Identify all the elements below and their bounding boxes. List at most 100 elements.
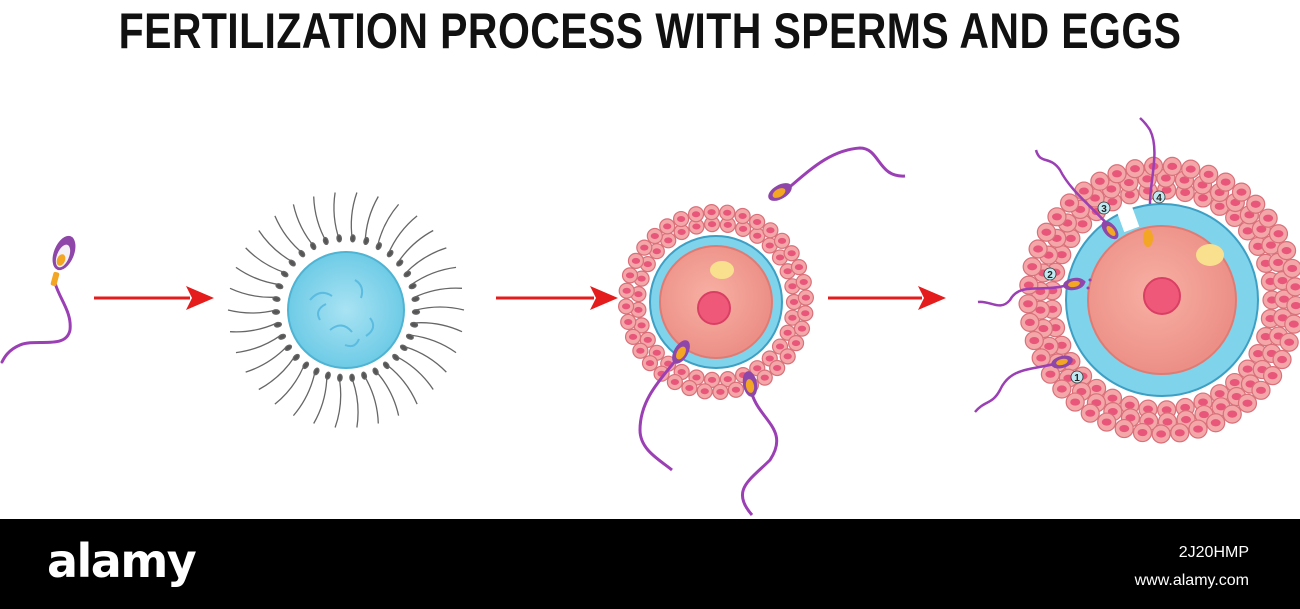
follicle-cell-nucleus: [1236, 188, 1247, 196]
follicle-cell-nucleus: [677, 369, 686, 376]
follicle-cell-nucleus: [1125, 414, 1136, 422]
follicle-cell-nucleus: [1287, 264, 1298, 273]
step-label-2: 2: [1043, 267, 1057, 281]
sperm-tail: [245, 247, 287, 274]
step-label-1: 1: [1070, 370, 1084, 384]
sperm-tail: [411, 334, 457, 354]
follicle-cell-nucleus: [723, 221, 732, 228]
follicle-cell-nucleus: [676, 216, 686, 223]
follicle-cell-nucleus: [775, 343, 785, 350]
stage-3-egg-with-corona: [618, 146, 906, 516]
follicle-cell-nucleus: [1065, 234, 1076, 243]
follicle-cell-nucleus: [766, 227, 775, 234]
follicle-cell-nucleus: [643, 336, 652, 343]
follicle-cell-nucleus: [1263, 214, 1274, 222]
follicle-cell-nucleus: [624, 318, 633, 325]
sperm-tail: [333, 192, 341, 241]
sperm-tail: [334, 379, 342, 428]
follicle-cell-nucleus: [1229, 378, 1240, 387]
sperm-tail: [258, 230, 295, 264]
follicle-cell-nucleus: [1277, 355, 1287, 364]
sperm-head: [278, 333, 287, 340]
follicle-cell-nucleus: [692, 223, 701, 230]
sperm-head: [349, 373, 355, 382]
follicle-cell-nucleus: [625, 272, 635, 279]
follicle-cell-nucleus: [1273, 230, 1284, 238]
sperm-head: [363, 236, 370, 246]
diagram-title: FERTILIZATION PROCESS WITH SPERMS AND EG…: [118, 3, 1182, 59]
follicle-cell-nucleus: [1242, 399, 1253, 407]
step-label-4: 4: [1152, 190, 1166, 204]
follicle-cell-nucleus: [1253, 242, 1263, 250]
follicle-cell-nucleus: [1052, 213, 1062, 221]
sperm-tail: [229, 322, 278, 333]
sperm-tail: [410, 266, 457, 286]
sperm-head: [361, 371, 368, 380]
sperm-head: [409, 321, 419, 328]
follicle-cell-nucleus: [1265, 314, 1276, 323]
follicle-cell-nucleus: [1180, 188, 1191, 197]
arrow-3: [828, 286, 946, 310]
sperm-tail: [245, 346, 287, 373]
sperm-tail: [364, 377, 379, 424]
follicle-cell-nucleus: [1214, 202, 1225, 210]
follicle-cell-nucleus: [1290, 301, 1300, 310]
sperm-tail: [387, 215, 418, 255]
follicle-cell-nucleus: [1106, 185, 1117, 193]
follicle-cell-nucleus: [1091, 384, 1102, 393]
follicle-cell-nucleus: [1077, 220, 1088, 228]
follicle-cell-nucleus: [1070, 398, 1081, 406]
follicle-cell-nucleus: [1038, 324, 1049, 333]
follicle-cell-nucleus: [1199, 410, 1209, 419]
sperm-head: [386, 249, 394, 258]
sperm-head: [411, 296, 420, 302]
arrow-1: [94, 286, 214, 310]
follicle-cell-nucleus: [1203, 170, 1214, 178]
sperm-tail: [274, 365, 305, 405]
sperm-tail: [258, 356, 295, 391]
follicle-cell-nucleus: [765, 242, 774, 249]
sperm-head: [399, 344, 408, 352]
arrow-2: [496, 286, 618, 310]
follicle-cell-nucleus: [1193, 425, 1204, 433]
follicle-cell-nucleus: [1162, 418, 1173, 426]
follicle-cell-nucleus: [753, 232, 762, 239]
follicle-cell-nucleus: [787, 250, 796, 257]
follicle-cell-nucleus: [1167, 162, 1178, 170]
follicle-cell-nucleus: [700, 388, 709, 395]
follicle-cell-nucleus: [1256, 386, 1266, 394]
follicle-cell-nucleus: [801, 310, 810, 317]
follicle-cell-nucleus: [1035, 287, 1046, 296]
follicle-cell-nucleus: [628, 333, 638, 340]
follicle-cell-nucleus: [1267, 372, 1278, 380]
follicle-cell-nucleus: [791, 340, 801, 347]
follicle-cell-nucleus: [1214, 390, 1225, 398]
follicle-cell-nucleus: [677, 228, 686, 235]
follicle-cell-nucleus: [1179, 176, 1190, 184]
follicle-cell-nucleus: [1161, 406, 1172, 414]
follicle-cell-nucleus: [621, 303, 631, 310]
follicle-cell-nucleus: [1244, 211, 1255, 219]
follicle-cell-nucleus: [1260, 259, 1271, 267]
follicle-cell-nucleus: [1107, 198, 1118, 206]
sperm-tail: [405, 247, 447, 274]
follicle-cell-nucleus: [1216, 403, 1226, 411]
stage-2-egg-with-sperms: [227, 192, 465, 428]
follicle-cell-nucleus: [1045, 370, 1056, 378]
follicle-cell-nucleus: [1229, 213, 1240, 222]
image-id-block: 2J20HMP www.alamy.com: [1135, 539, 1249, 595]
follicle-cell-nucleus: [1094, 177, 1105, 185]
image-id: 2J20HMP: [1178, 544, 1249, 561]
follicle-cell-nucleus: [692, 374, 701, 381]
follicle-cell-nucleus: [765, 355, 774, 362]
follicle-cell-nucleus: [738, 225, 748, 232]
follicle-cell-nucleus: [652, 248, 661, 255]
svg-text:2: 2: [1047, 270, 1053, 281]
sperm-head: [408, 283, 417, 290]
follicle-cell-nucleus: [1124, 401, 1135, 409]
sperm-tail: [397, 356, 434, 390]
follicle-cell-nucleus: [1242, 227, 1253, 235]
sperm-tail: [364, 196, 379, 243]
follicle-cell-nucleus: [775, 254, 785, 261]
follicle-cell-nucleus: [645, 360, 655, 367]
